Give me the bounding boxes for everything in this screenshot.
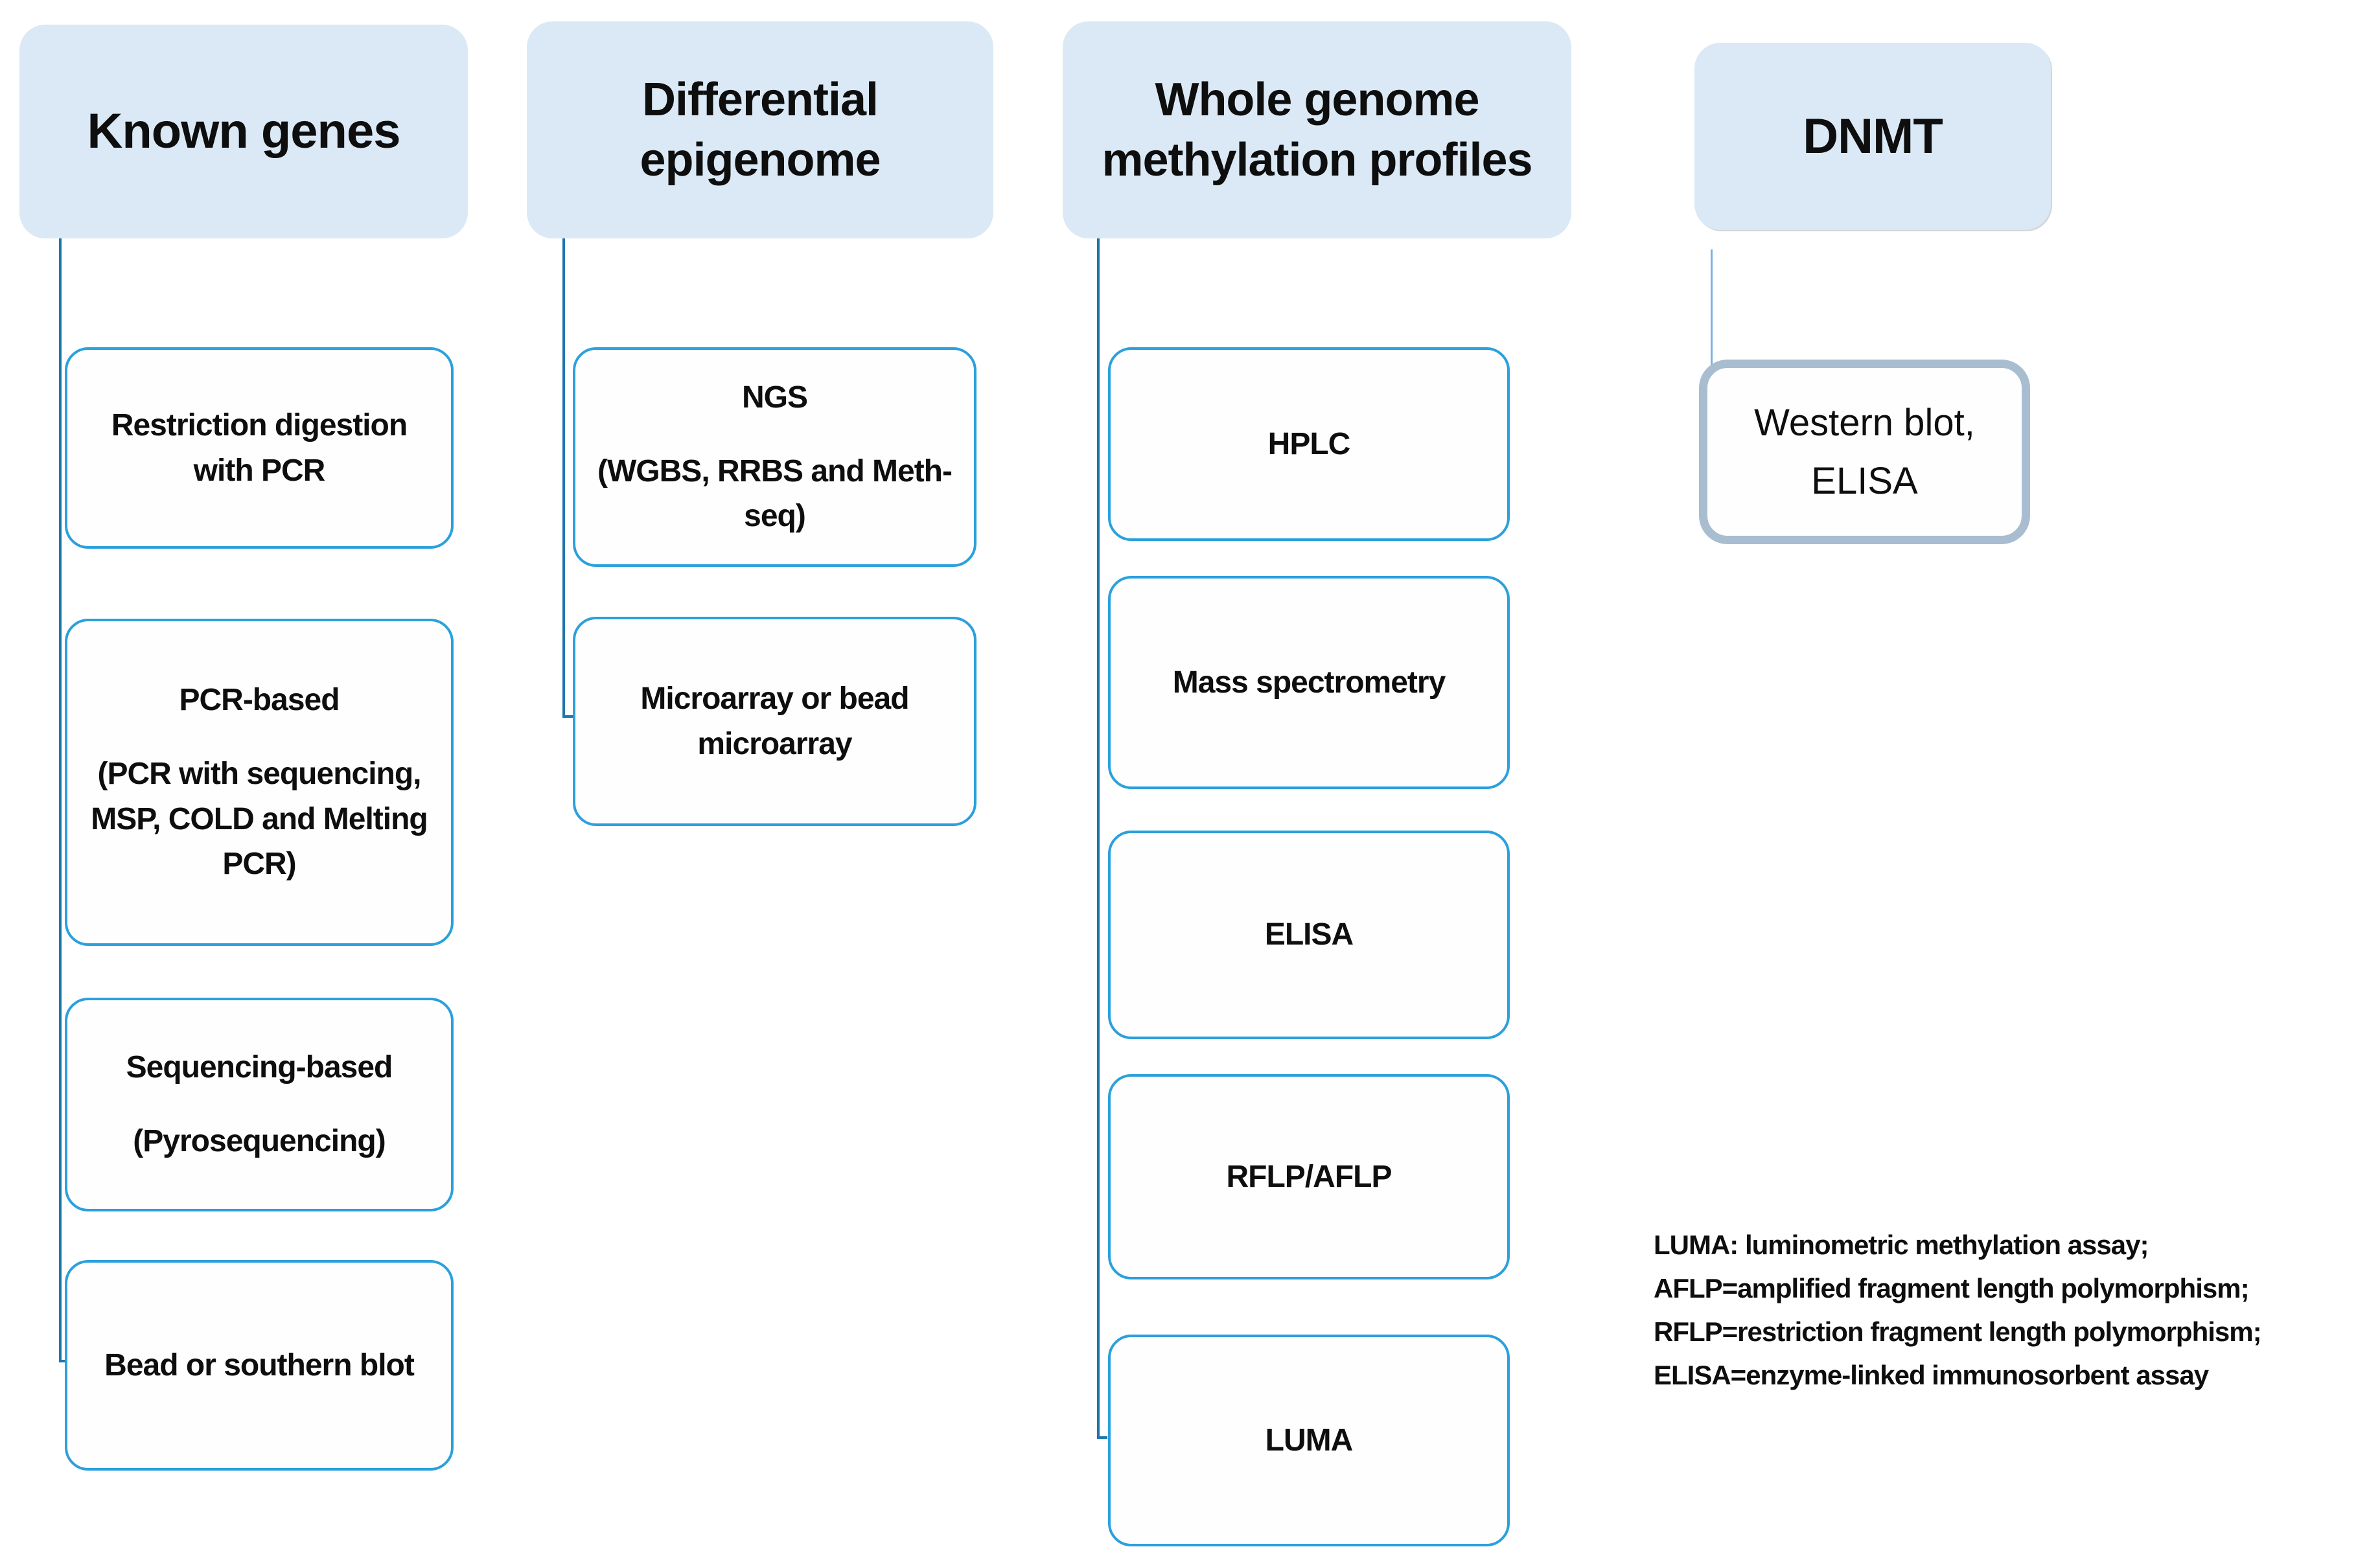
footnote: LUMA: luminometric methylation assay; AF… xyxy=(1654,1223,2380,1397)
box-luma-label: LUMA xyxy=(1265,1423,1354,1458)
box-elisa-label: ELISA xyxy=(1264,917,1354,952)
header-dnmt-label: DNMT xyxy=(1803,108,1943,164)
connector-line-differential-epigenome xyxy=(562,238,565,718)
header-whole-genome-methylation-profiles: Whole genome methylation profiles xyxy=(1063,21,1571,238)
box-restriction-digestion-with-pcr: Restriction digestion with PCR xyxy=(65,347,454,549)
box-pcr-based-subtitle: (PCR with sequencing, MSP, COLD and Melt… xyxy=(91,756,428,882)
box-pcr-based-title: PCR-based xyxy=(179,683,340,718)
box-ngs: NGS (WGBS, RRBS and Meth-seq) xyxy=(573,347,976,567)
box-sequencing-based-subtitle: (Pyrosequencing) xyxy=(133,1124,386,1158)
footnote-line-rflp: RFLP=restriction fragment length polymor… xyxy=(1654,1316,2262,1347)
box-hplc: HPLC xyxy=(1108,347,1510,541)
box-hplc-label: HPLC xyxy=(1267,426,1351,461)
box-ngs-title: NGS xyxy=(741,380,808,415)
footnote-line-aflp: AFLP=amplified fragment length polymorph… xyxy=(1654,1273,2250,1303)
box-bead-or-southern-blot-label: Bead or southern blot xyxy=(104,1348,415,1382)
box-elisa: ELISA xyxy=(1108,831,1510,1039)
connector-stub-known-genes xyxy=(59,1360,69,1362)
box-rflp-aflp-label: RFLP/AFLP xyxy=(1226,1159,1392,1194)
box-sequencing-based: Sequencing-based (Pyrosequencing) xyxy=(65,998,454,1211)
box-restriction-digestion-with-pcr-label: Restriction digestion with PCR xyxy=(111,407,408,488)
box-western-blot-elisa: Western blot, ELISA xyxy=(1699,360,2030,544)
connector-line-whole-genome xyxy=(1097,238,1100,1439)
header-dnmt: DNMT xyxy=(1694,43,2051,230)
header-differential-epigenome: Differential epigenome xyxy=(527,21,993,238)
box-sequencing-based-title: Sequencing-based xyxy=(126,1050,393,1085)
box-mass-spectrometry-label: Mass spectrometry xyxy=(1172,665,1446,700)
header-differential-epigenome-line2: epigenome xyxy=(640,133,881,186)
header-differential-epigenome-line1: Differential xyxy=(641,74,879,126)
header-known-genes: Known genes xyxy=(19,25,468,238)
box-ngs-subtitle: (WGBS, RRBS and Meth-seq) xyxy=(597,453,953,534)
box-mass-spectrometry: Mass spectrometry xyxy=(1108,576,1510,789)
box-western-blot-line1: Western blot, xyxy=(1754,401,1975,444)
connector-stub-differential-epigenome xyxy=(562,715,573,718)
footnote-line-luma: LUMA: luminometric methylation assay; xyxy=(1654,1230,2149,1260)
box-microarray-label: Microarray or bead microarray xyxy=(640,681,909,761)
connector-line-known-genes xyxy=(59,238,62,1362)
footnote-line-elisa: ELISA=enzyme-linked immunosorbent assay xyxy=(1654,1360,2209,1390)
box-western-blot-line2: ELISA xyxy=(1811,459,1918,502)
box-luma: LUMA xyxy=(1108,1335,1510,1546)
header-whole-genome-line2: methylation profiles xyxy=(1102,133,1532,186)
box-rflp-aflp: RFLP/AFLP xyxy=(1108,1074,1510,1279)
connector-line-dnmt xyxy=(1711,249,1713,402)
header-known-genes-label: Known genes xyxy=(87,104,400,159)
header-whole-genome-line1: Whole genome xyxy=(1155,74,1479,126)
box-microarray-or-bead-microarray: Microarray or bead microarray xyxy=(573,617,976,826)
connector-stub-whole-genome xyxy=(1097,1436,1107,1439)
box-bead-or-southern-blot: Bead or southern blot xyxy=(65,1260,454,1471)
box-pcr-based: PCR-based (PCR with sequencing, MSP, COL… xyxy=(65,619,454,946)
